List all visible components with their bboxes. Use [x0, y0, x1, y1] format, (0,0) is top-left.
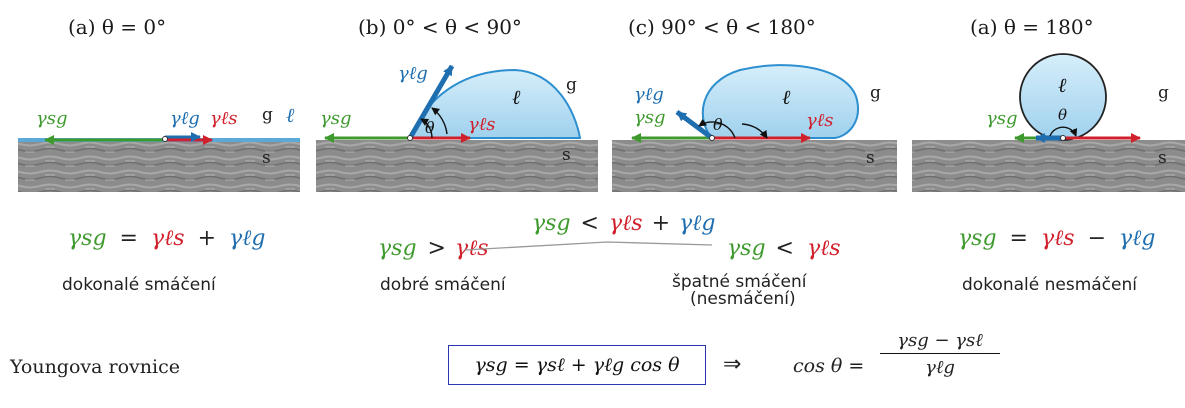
angle-arc: [741, 123, 768, 139]
panel-c-caption-2: (nesmáčení): [690, 289, 796, 309]
eq-term: γsg: [532, 211, 571, 236]
eq-term: γsg: [727, 236, 766, 261]
fraction-denominator: γℓg: [925, 357, 955, 378]
liquid-label: ℓ: [286, 103, 295, 127]
panel-a-caption: dokonalé smáčení: [62, 275, 217, 295]
liquid-label: ℓ: [512, 85, 521, 109]
gas-label: g: [870, 83, 881, 103]
solid-label: s: [866, 148, 875, 168]
panel-c-equation: γsg < γℓs: [727, 236, 841, 261]
gamma-sg-label: γsg: [320, 108, 352, 129]
gamma-sg-label: γsg: [36, 108, 68, 129]
panel-d-equation: γsg = γℓs − γℓg: [958, 226, 1155, 251]
panel-b-title: (b) 0° < θ < 90°: [358, 15, 522, 39]
liquid-label: ℓ: [782, 85, 791, 109]
panel-d-title: (a) θ = 180°: [970, 15, 1094, 39]
contact-point: [407, 135, 413, 141]
eq-term: γℓs: [609, 211, 643, 236]
panel-b-caption: dobré smáčení: [380, 275, 507, 295]
gamma-lg-label: γℓg: [398, 63, 428, 84]
cos-theta-lhs: cos θ =: [793, 355, 865, 377]
eq-op: −: [1088, 226, 1106, 251]
eq-op: +: [198, 226, 216, 251]
liquid-label: ℓ: [1058, 73, 1067, 97]
implies-symbol: ⇒: [723, 352, 742, 377]
eq-term: γℓg: [229, 226, 265, 251]
gamma-lg-label: γℓg: [170, 108, 200, 129]
solid-surface: [18, 142, 300, 192]
angle-arc: [420, 118, 433, 139]
shared-equation: γsg < γℓs + γℓg: [532, 211, 715, 236]
panel-c-caption: špatné smáčení: [672, 272, 808, 292]
eq-op: >: [428, 236, 446, 261]
panel-b-equation: γsg > γℓs: [378, 236, 489, 261]
gamma-ls-label: γℓs: [210, 108, 238, 129]
panel-b: (b) 0° < θ < 90° γsg γℓg γℓs θ ℓ g s γsg…: [316, 15, 598, 295]
young-equation-box: γsg = γsℓ + γℓg cos θ: [448, 345, 706, 385]
panel-d: (a) θ = 180° γsg θ ℓ g s γsg = γℓs − γℓg…: [912, 15, 1185, 295]
theta-label: θ: [1058, 106, 1067, 124]
young-equation-label: Youngova rovnice: [10, 356, 180, 378]
shared-inequality: γsg < γℓs + γℓg: [464, 211, 715, 251]
angle-arc: [431, 107, 448, 135]
eq-op: =: [1010, 226, 1028, 251]
theta-label: θ: [713, 115, 723, 134]
solid-surface: [912, 140, 1185, 192]
angle-arc: [698, 118, 736, 139]
solid-surface: [612, 140, 897, 192]
gas-label: g: [1158, 83, 1169, 103]
eq-term: γℓs: [1041, 226, 1075, 251]
branch-line: [464, 241, 713, 251]
eq-term: γℓs: [807, 236, 841, 261]
droplet: [701, 64, 860, 139]
solid-label: s: [262, 148, 271, 168]
eq-term: γℓg: [679, 211, 715, 236]
cos-theta-fraction: γsg − γsℓ γℓg: [880, 330, 1000, 378]
gamma-lg-label: γℓg: [634, 84, 664, 105]
eq-term: γℓs: [151, 226, 185, 251]
solid-label: s: [562, 145, 571, 165]
panel-a-title: (a) θ = 0°: [68, 15, 166, 39]
contact-point: [709, 135, 715, 141]
gamma-ls-label: γℓs: [468, 114, 496, 135]
gas-label: g: [566, 75, 577, 95]
eq-term: γsg: [68, 226, 107, 251]
gamma-sg-label: γsg: [634, 107, 666, 128]
eq-op: =: [120, 226, 138, 251]
contact-point: [162, 136, 168, 142]
fraction-numerator: γsg − γsℓ: [880, 330, 1000, 354]
gas-label: g: [262, 105, 273, 125]
solid-surface: [316, 140, 598, 192]
eq-term: γsg: [958, 226, 997, 251]
solid-label: s: [1158, 148, 1167, 168]
panel-c-title: (c) 90° < θ < 180°: [628, 15, 816, 39]
gamma-sg-label: γsg: [986, 108, 1018, 129]
panel-a-equation: γsg = γℓs + γℓg: [68, 226, 265, 251]
contact-point: [1060, 135, 1066, 141]
eq-op: +: [652, 211, 670, 236]
gamma-lg-arrow: [675, 109, 714, 141]
eq-term: γℓg: [1119, 226, 1155, 251]
gamma-lg-arrow: [407, 64, 455, 140]
panel-d-caption: dokonalé nesmáčení: [962, 275, 1138, 295]
eq-op: <: [776, 236, 794, 261]
theta-label: θ: [425, 118, 435, 137]
panel-a: (a) θ = 0° γsg γℓg γℓs g ℓ s γsg = γℓs +…: [18, 15, 300, 295]
eq-op: <: [581, 211, 599, 236]
panel-c: (c) 90° < θ < 180° γsg γℓg γℓs θ ℓ g s γ…: [612, 15, 897, 309]
gamma-ls-label: γℓs: [806, 110, 834, 131]
eq-term: γsg: [378, 236, 417, 261]
angle-arc: [1049, 126, 1078, 137]
